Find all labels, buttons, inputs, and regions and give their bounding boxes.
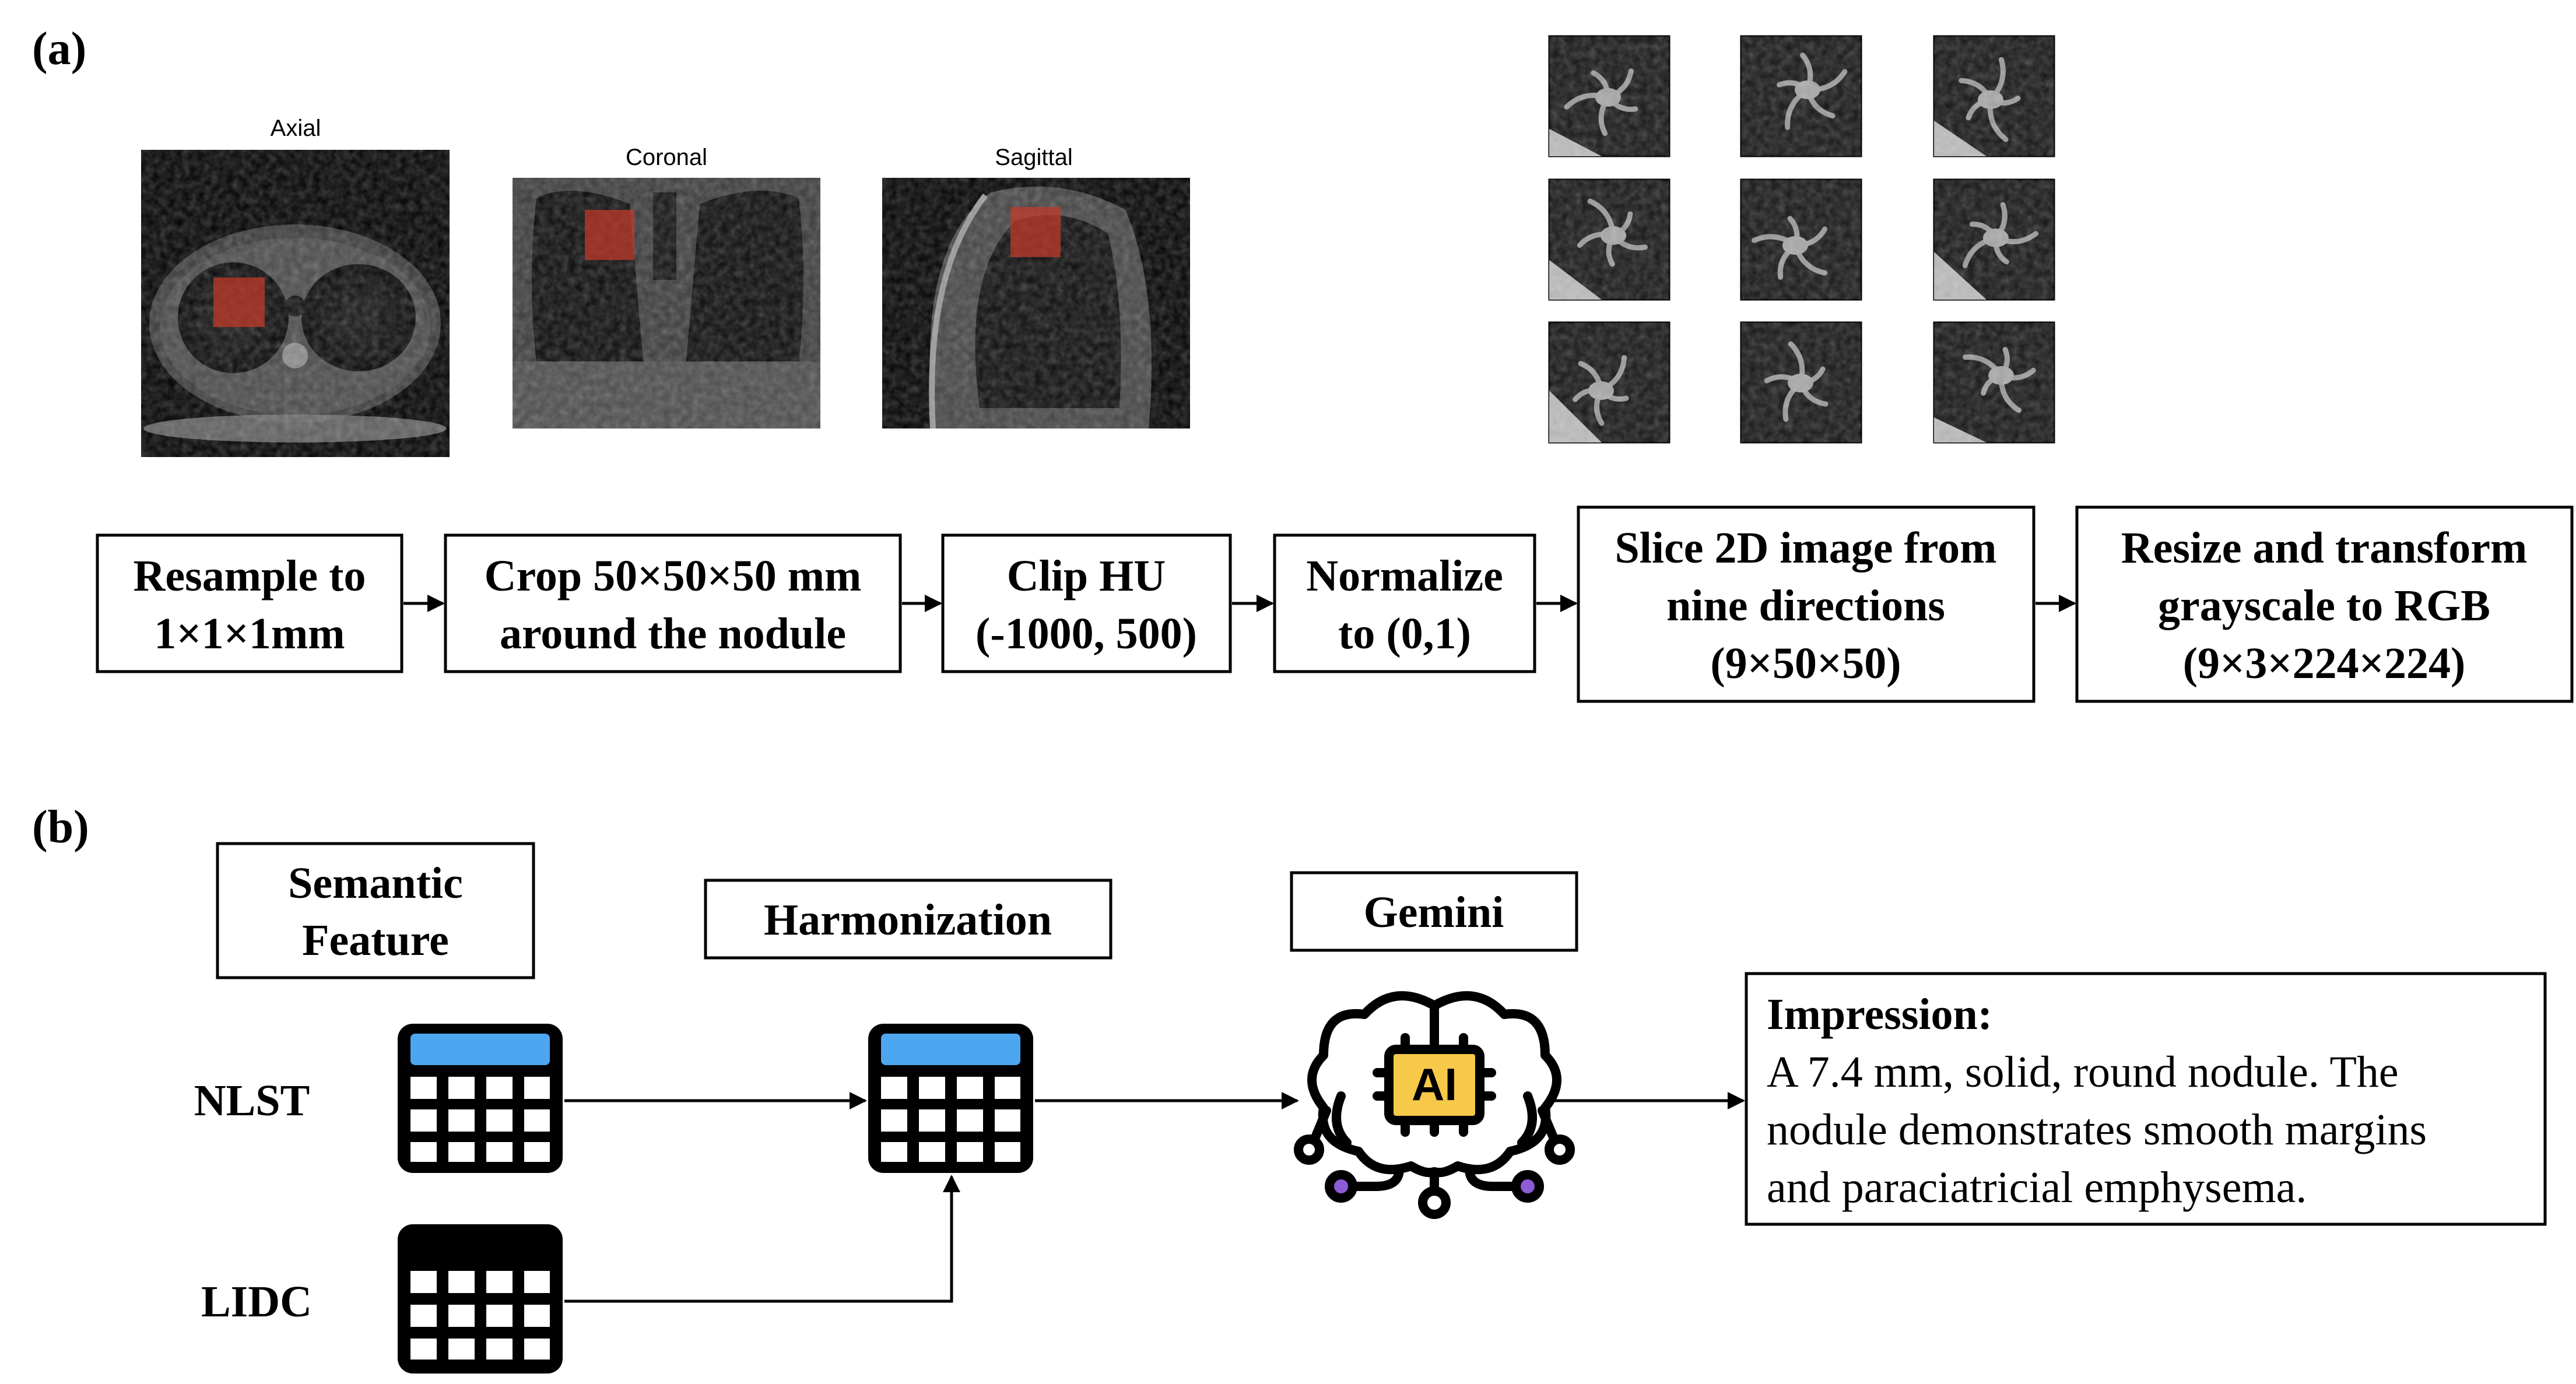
gemini-box (1290, 871, 1578, 952)
step-resize-line-3: (9×3×224×224) (2183, 639, 2466, 688)
nine-direction-slices (1548, 35, 2055, 444)
sagittal-ct-image (882, 178, 1190, 429)
step-slice-line-1: Slice 2D image from (1615, 524, 1997, 572)
slice-thumbnail (1933, 178, 2055, 301)
step-normalize-line-1: Normalize (1306, 552, 1503, 600)
slice-thumbnail (1933, 321, 2055, 444)
view-title-sagittal: Sagittal (995, 145, 1072, 170)
impression-heading: Impression: (1767, 990, 1992, 1039)
dataset-label-nlst: NLST (194, 1076, 310, 1125)
slice-thumbnail (1740, 178, 1862, 301)
roi-highlight-sagittal (1010, 207, 1061, 257)
step-crop-line-2: around the nodule (500, 609, 846, 658)
harmonized-table-icon (868, 1024, 1033, 1173)
step-resample-line-1: Resample to (134, 552, 366, 600)
step-resample-line-2: 1×1×1mm (154, 609, 345, 658)
step-box-resize (2075, 505, 2574, 703)
slice-thumbnail (1933, 35, 2055, 157)
step-box-resample (96, 533, 403, 673)
panel-b-label: (b) (32, 802, 89, 853)
semantic-feature-box (216, 842, 535, 979)
impression-line-2: nodule demonstrates smooth margins (1767, 1105, 2427, 1154)
slice-thumbnail (1548, 321, 1670, 444)
step-crop-line-1: Crop 50×50×50 mm (485, 552, 862, 600)
step-resize-line-2: grayscale to RGB (2158, 581, 2490, 630)
step-normalize-line-2: to (0,1) (1338, 609, 1471, 658)
step-slice-line-2: nine directions (1666, 581, 1945, 630)
slice-thumbnail (1740, 321, 1862, 444)
step-resize-line-1: Resize and transform (2121, 524, 2528, 572)
coronal-ct-image (513, 178, 820, 428)
view-title-axial: Axial (271, 115, 321, 141)
dataset-label-lidc: LIDC (201, 1277, 312, 1326)
step-box-slice (1577, 505, 2035, 703)
roi-highlight-coronal (585, 210, 634, 260)
view-title-coronal: Coronal (626, 145, 707, 170)
slice-thumbnail (1548, 178, 1670, 301)
semantic-feature-line-2: Feature (302, 916, 449, 965)
nlst-table-icon (398, 1024, 563, 1173)
ai-badge-label: AI (1412, 1059, 1457, 1110)
arrow-lidc-to-harmonized (564, 1175, 960, 1303)
preprocessing-pipeline: Resample to 1×1×1mm Crop 50×50×50 mm aro… (96, 505, 2574, 703)
ai-brain-icon (1294, 991, 1575, 1219)
harmonization-label: Harmonization (764, 895, 1052, 944)
impression-line-1: A 7.4 mm, solid, round nodule. The (1767, 1048, 2399, 1097)
roi-highlight-axial (213, 277, 265, 327)
axial-ct-image (141, 150, 450, 457)
step-box-normalize (1273, 533, 1536, 673)
step-clip-line-2: (-1000, 500) (975, 609, 1197, 658)
step-box-crop (444, 533, 902, 673)
semantic-feature-line-1: Semantic (288, 859, 463, 908)
slice-thumbnail (1740, 35, 1862, 157)
step-clip-line-1: Clip HU (1007, 552, 1166, 600)
panel-a-label: (a) (32, 23, 86, 75)
gemini-label: Gemini (1364, 888, 1504, 937)
step-box-clip (941, 533, 1232, 673)
impression-line-3: and paraciatricial emphysema. (1767, 1163, 2307, 1212)
lidc-table-icon (398, 1224, 563, 1374)
impression-box (1745, 972, 2547, 1226)
step-slice-line-3: (9×50×50) (1710, 639, 1901, 688)
slice-thumbnail (1548, 35, 1670, 157)
harmonization-box (704, 879, 1112, 960)
